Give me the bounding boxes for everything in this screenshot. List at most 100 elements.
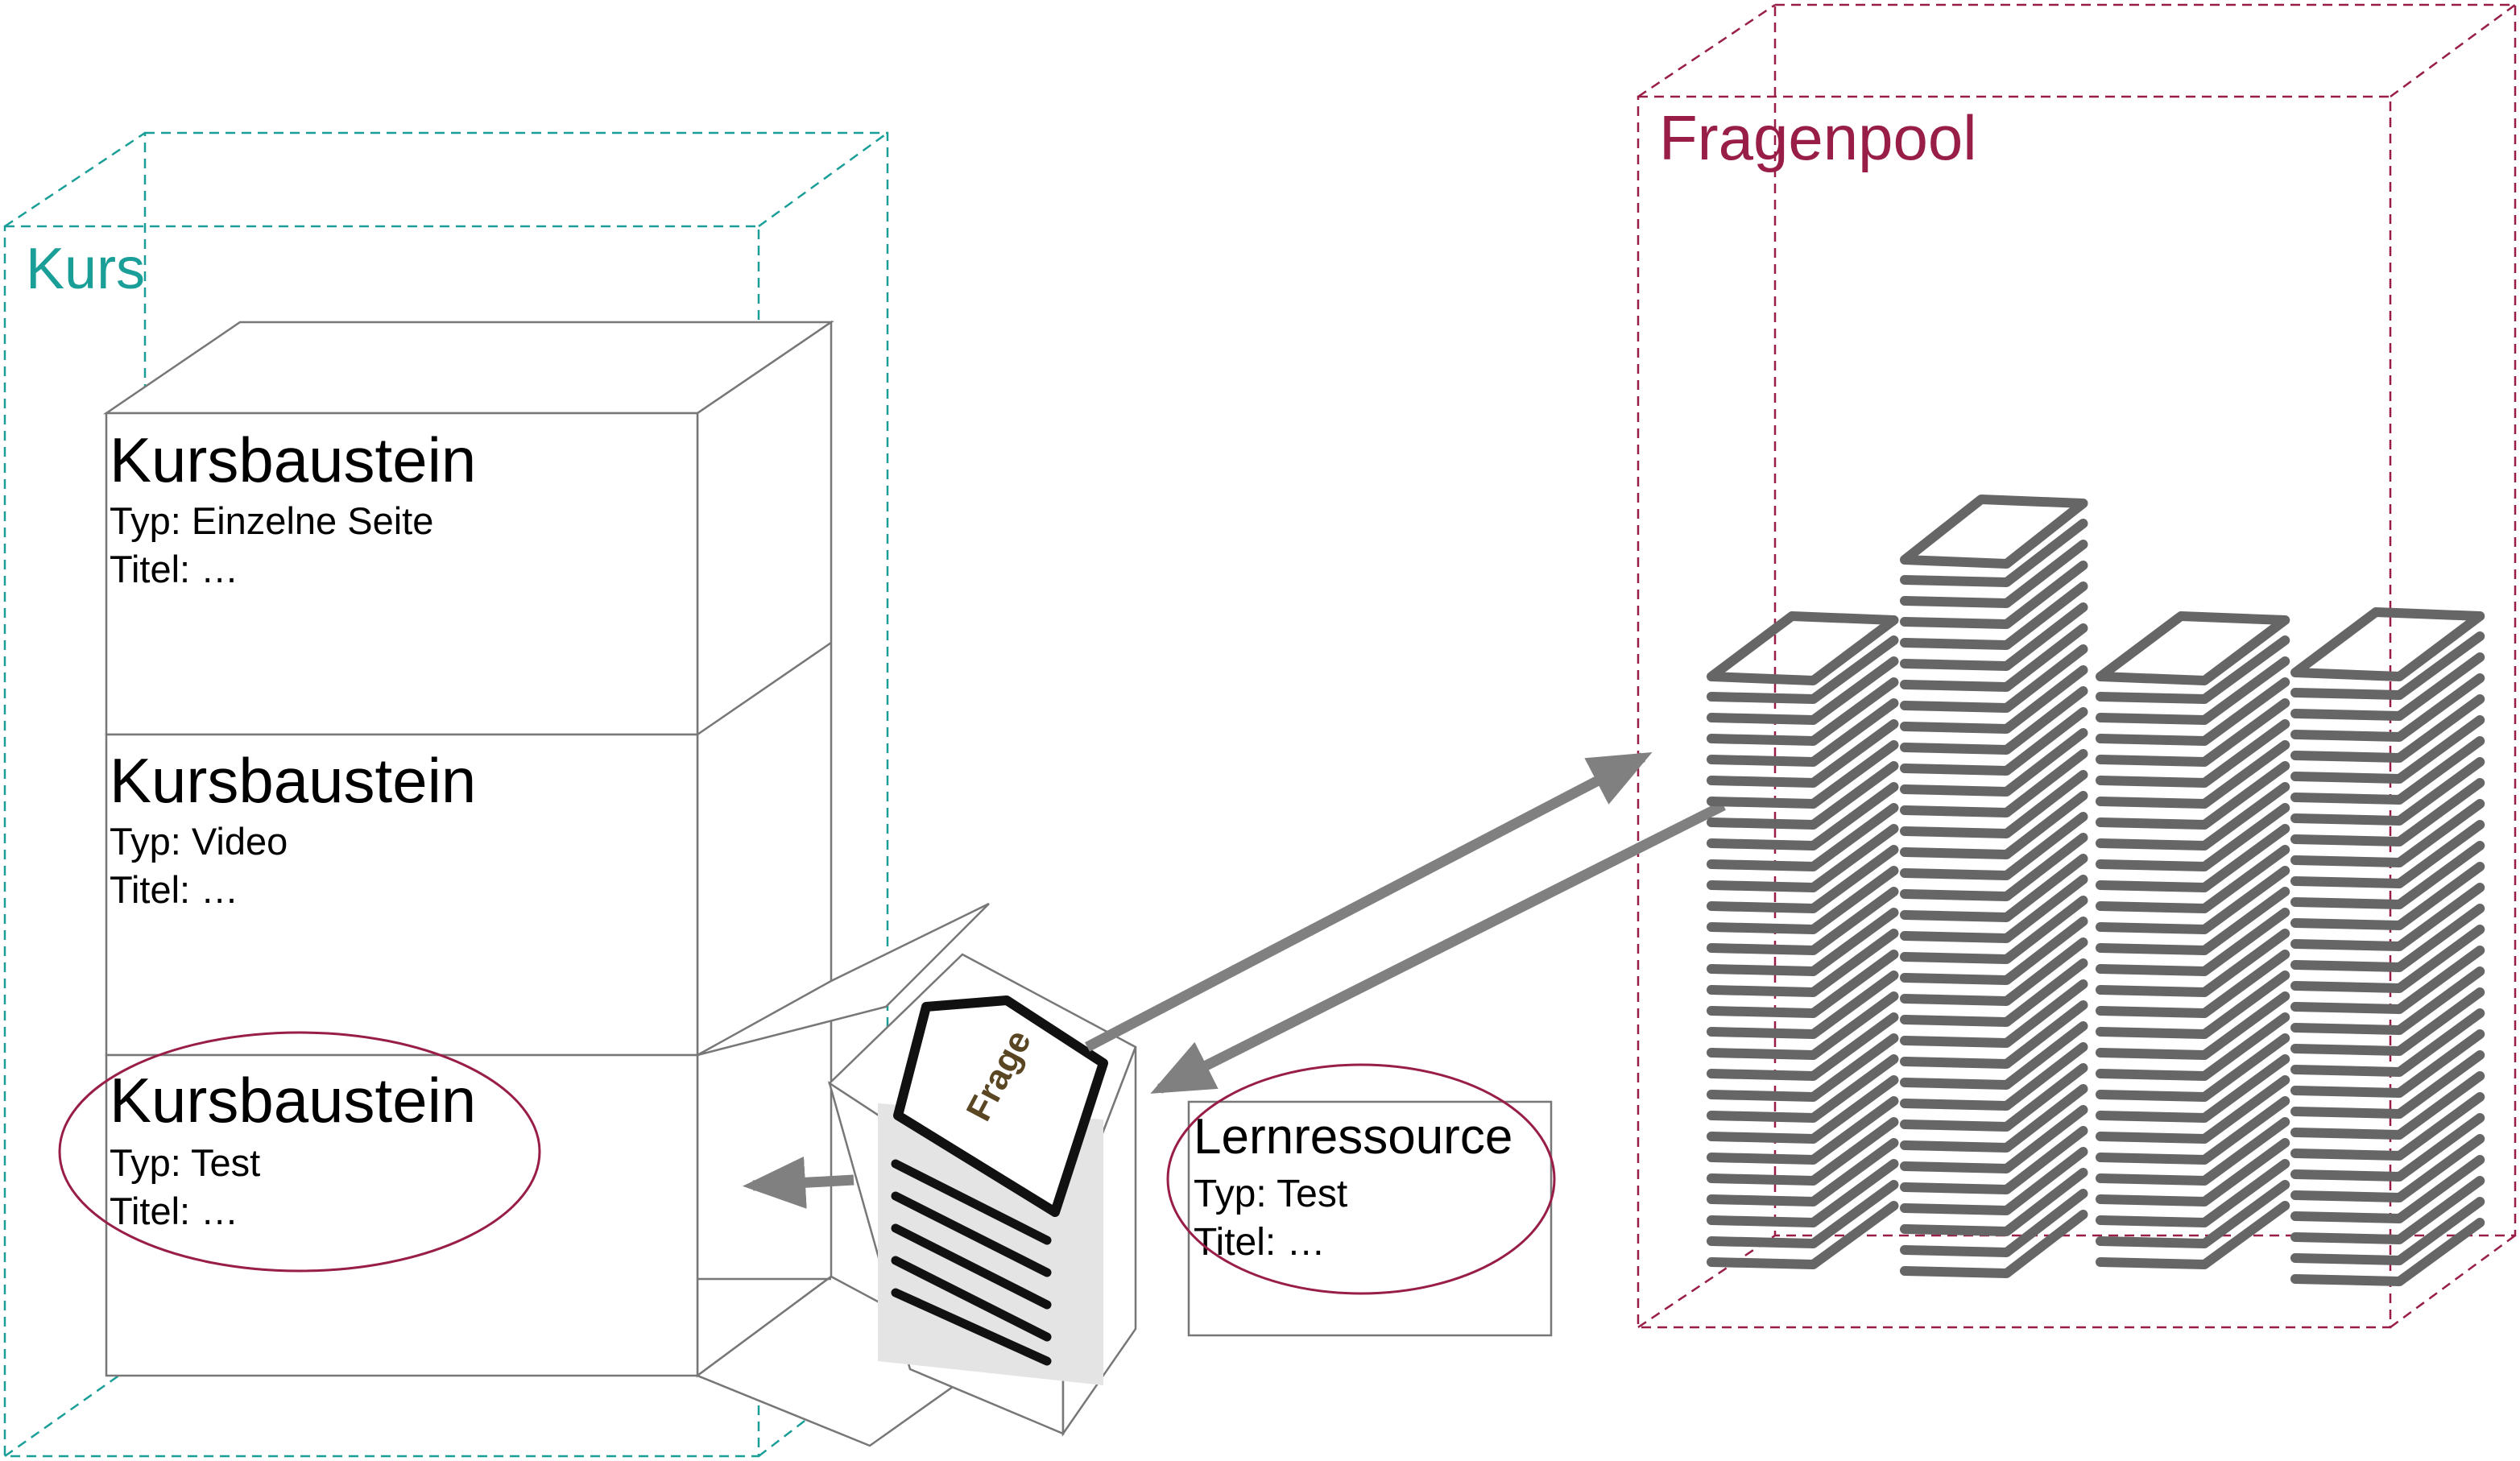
question-card-layer [1900,791,2088,859]
open-drawer [695,902,991,1447]
question-stack-top-card [1900,495,2088,569]
question-card-layer [2290,1176,2485,1244]
question-card-layer [2290,820,2485,888]
question-card-layer [1707,740,1899,809]
frage-card-stack: Frage [878,995,1108,1385]
fragenpool-container [1637,3,2517,1329]
question-card-layer [2290,862,2485,930]
question-card-layer [2290,946,2485,1014]
kursbaustein-2-title: Kursbaustein [110,745,476,816]
question-card-layer [2096,887,2290,955]
question-stack-4 [2290,607,2485,1286]
question-card-layer [2290,1155,2485,1223]
question-card-layer [1707,698,1899,767]
question-card-layer [2290,715,2485,784]
question-card-layer [2096,803,2290,871]
question-card-layer [2096,635,2290,704]
question-card-layer [1707,1138,1899,1206]
question-card-layer [1707,845,1899,913]
question-card-layer [1900,833,2088,901]
kursbaustein-1-titel: Titel: … [110,548,238,590]
question-card-layer [1900,1210,2088,1278]
question-card-layer [2290,736,2485,805]
question-card-layer [2290,925,2485,993]
question-card-layer [2290,799,2485,867]
fragenpool-title: Fragenpool [1659,102,1977,173]
question-card-layer [2096,908,2290,976]
question-card-layer [2290,631,2485,700]
question-card-layer [1707,887,1899,955]
question-card-layer [2290,1134,2485,1202]
kursbaustein-3-typ: Typ: Test [110,1141,260,1184]
question-card-layer [2096,719,2290,788]
question-card-layer [2096,1033,2290,1102]
highlight-ellipse-lernressource [1166,1063,1556,1295]
question-card-layer [1900,770,2088,838]
question-card-layer [2290,757,2485,826]
question-card-layer [2096,824,2290,892]
question-card-layer [1707,1054,1899,1123]
question-card-layer [2290,778,2485,846]
question-card-layer [2290,1197,2485,1265]
kursbaustein-3-text: Kursbaustein Typ: Test Titel: … [110,1065,476,1232]
question-card-layer [1707,656,1899,725]
kursbaustein-2-titel: Titel: … [110,868,238,911]
frage-card: Frage [893,995,1108,1217]
question-card-layer [1900,1105,2088,1173]
question-card-layer [2290,1218,2485,1286]
question-card-layer [2096,1117,2290,1186]
question-card-layer [1900,602,2088,671]
question-card-layer [2290,1050,2485,1119]
question-card-layer [1900,1084,2088,1153]
kursbaustein-box-1 [105,412,699,736]
question-card-layer [1707,950,1899,1018]
question-card-layer [1900,1000,2088,1069]
question-card-layer [2096,1012,2290,1081]
question-card-layer [1900,979,2088,1048]
kursbaustein-box-3 [105,1053,699,1377]
question-card-layer [1707,908,1899,976]
question-card-layer [1900,707,2088,776]
question-card-layer [1707,1180,1899,1248]
question-card-layer [1900,1021,2088,1090]
question-card-layer [2290,841,2485,909]
fragenpool-stacks [1707,495,2485,1286]
lernressource-box [1187,1100,1553,1337]
question-card-layer [1707,1033,1899,1102]
question-card-layer [1900,812,2088,880]
question-card-layer [1900,1147,2088,1215]
question-card-layer [2096,1096,2290,1165]
question-card-layer [1900,1042,2088,1111]
question-card-layer [2290,1029,2485,1098]
kursbaustein-1-text: Kursbaustein Typ: Einzelne Seite Titel: … [110,424,476,590]
question-card-layer [2096,1201,2290,1269]
question-card-layer [1707,866,1899,934]
arrow-box-to-kursbaustein [743,1156,854,1209]
question-card-layer [1900,749,2088,817]
question-card-layer [2096,782,2290,851]
question-card-layer [2096,698,2290,767]
kurs-title: Kurs [26,237,145,301]
question-stack-top-card [2290,607,2485,681]
question-card-layer [1900,582,2088,650]
question-card-layer [1900,686,2088,755]
arrow-frage-to-pool [1084,751,1653,1052]
question-card-layer [2096,740,2290,809]
question-card-layer [2096,656,2290,725]
question-card-layer [1707,719,1899,788]
question-card-layer [1707,1096,1899,1165]
question-card-layer [1900,644,2088,713]
question-card-layer [1900,1189,2088,1257]
kursbaustein-3-title: Kursbaustein [110,1065,476,1136]
question-card-layer [2096,845,2290,913]
question-card-layer [2290,673,2485,742]
question-card-layer [2290,1071,2485,1140]
question-card-layer [1900,917,2088,985]
question-card-layer [2096,1138,2290,1206]
question-card-layer [2290,1113,2485,1182]
question-card-layer [2096,1159,2290,1227]
arrow-pool-to-lernressource [1150,801,1726,1094]
question-card-layer [1900,728,2088,797]
question-card-layer [2096,950,2290,1018]
